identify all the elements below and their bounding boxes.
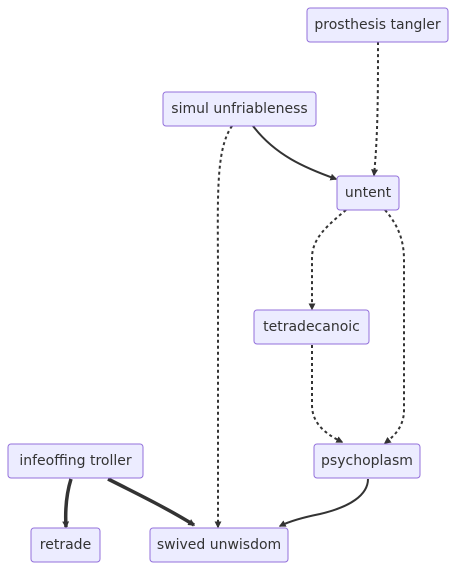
node-infeoffing-troller[interactable]: infeoffing troller bbox=[7, 443, 144, 479]
node-label: prosthesis tangler bbox=[314, 17, 440, 33]
node-label: swived unwisdom bbox=[157, 537, 281, 553]
node-retrade[interactable]: retrade bbox=[30, 527, 101, 563]
edge-untent-tetradecanoic bbox=[308, 209, 347, 311]
edges bbox=[62, 41, 405, 529]
node-prosthesis-tangler[interactable]: prosthesis tangler bbox=[306, 7, 449, 43]
nodes: prosthesis tangler simul unfriableness u… bbox=[7, 7, 449, 563]
edge-psychoplasm-swived bbox=[278, 478, 369, 527]
edge-prosthesis-untent bbox=[371, 41, 379, 177]
edge-simul-untent bbox=[252, 125, 338, 181]
edge-infeoffing-swived bbox=[107, 477, 196, 527]
edge-tetradecanoic-psychoplasm bbox=[311, 345, 344, 443]
node-swived-unwisdom[interactable]: swived unwisdom bbox=[149, 527, 289, 563]
node-label: infeoffing troller bbox=[19, 453, 132, 469]
node-label: untent bbox=[345, 185, 392, 201]
node-simul-unfriableness[interactable]: simul unfriableness bbox=[162, 91, 317, 127]
node-label: retrade bbox=[40, 537, 91, 553]
node-label: psychoplasm bbox=[321, 453, 413, 469]
node-label: tetradecanoic bbox=[263, 319, 360, 335]
node-tetradecanoic[interactable]: tetradecanoic bbox=[253, 309, 370, 345]
edge-simul-swived bbox=[214, 125, 233, 529]
node-label: simul unfriableness bbox=[171, 101, 307, 117]
node-untent[interactable]: untent bbox=[336, 175, 400, 211]
edge-untent-psychoplasm bbox=[383, 209, 405, 444]
node-psychoplasm[interactable]: psychoplasm bbox=[313, 443, 421, 479]
edge-infeoffing-retrade bbox=[62, 478, 73, 529]
